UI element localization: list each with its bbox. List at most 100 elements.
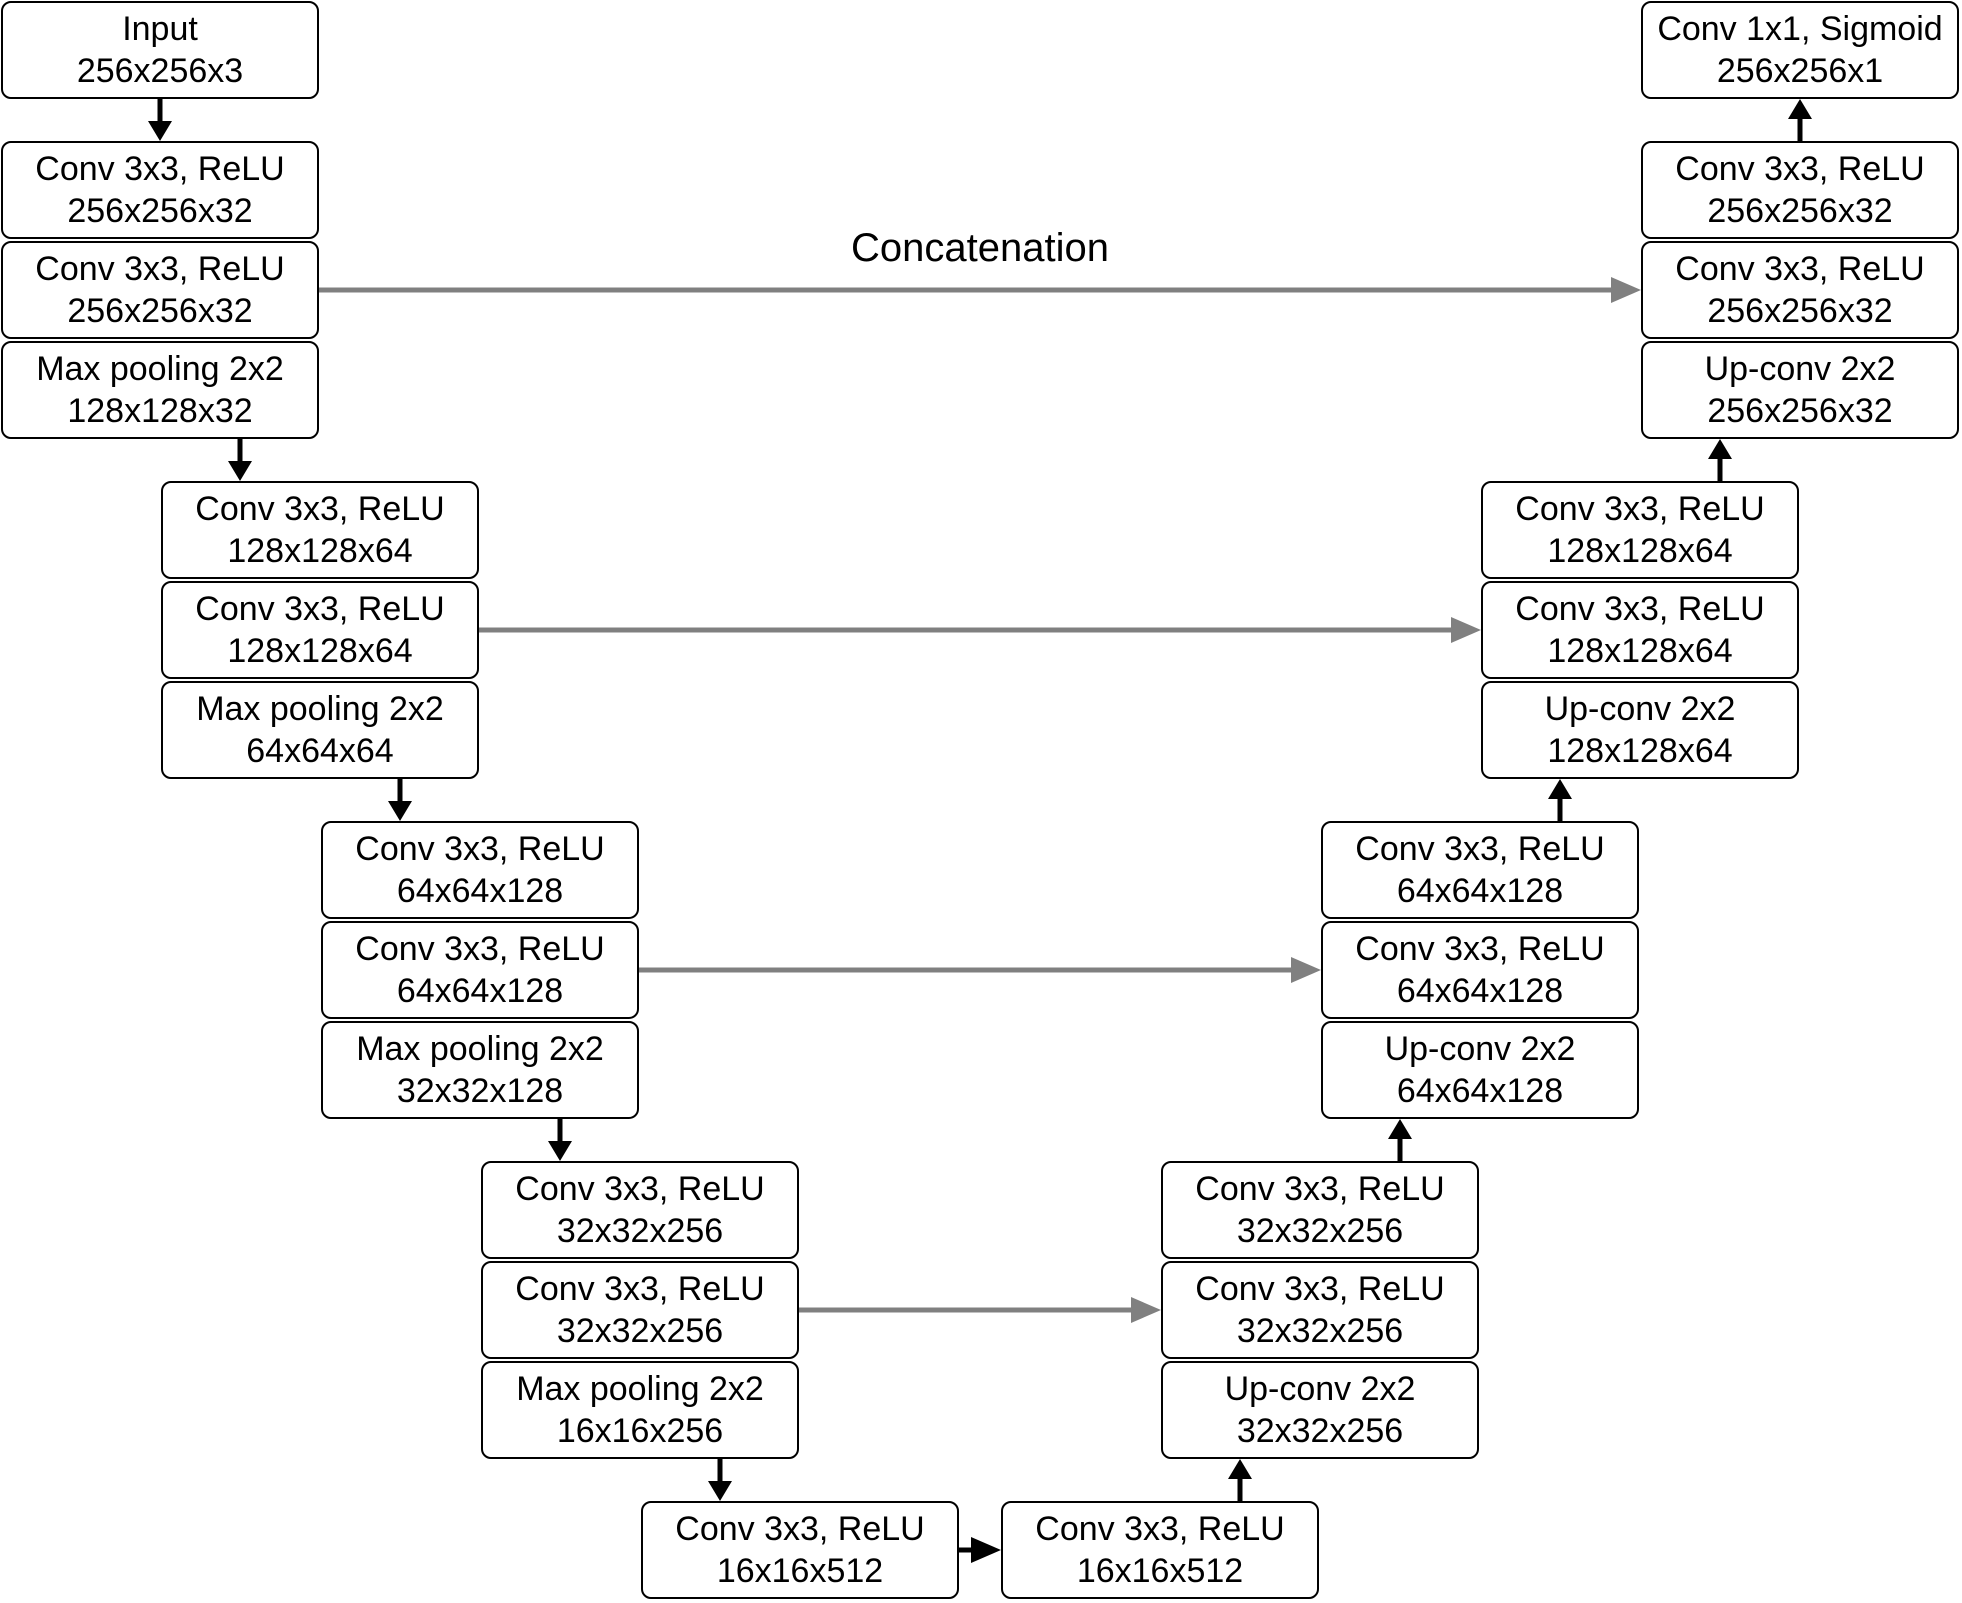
block-shape: 128x128x64 (1547, 532, 1733, 570)
flow-arrow-bottleneck-to-up3-head (1228, 1459, 1252, 1479)
block-title: Conv 3x3, ReLU (355, 830, 605, 868)
block-shape: 64x64x128 (1396, 872, 1564, 910)
block-shape: 16x16x256 (556, 1412, 724, 1450)
encoder-l2-conv1-block: Conv 3x3, ReLU 64x64x128 (321, 821, 639, 919)
block-title: Conv 3x3, ReLU (675, 1510, 925, 1548)
block-title: Up-conv 2x2 (1544, 690, 1736, 728)
block-shape: 256x256x32 (1707, 292, 1893, 330)
decoder-l1-conv1-block: Conv 3x3, ReLU 128x128x64 (1481, 581, 1799, 679)
flow-arrow-bottleneck-head (971, 1537, 1001, 1563)
encoder-l0-conv1-block: Conv 3x3, ReLU 256x256x32 (1, 141, 319, 239)
decoder-l3-conv2-block: Conv 3x3, ReLU 32x32x256 (1161, 1161, 1479, 1259)
block-title: Up-conv 2x2 (1704, 350, 1896, 388)
block-shape: 256x256x32 (67, 292, 253, 330)
block-shape: 256x256x3 (76, 52, 244, 90)
block-shape: 16x16x512 (1076, 1552, 1244, 1590)
block-shape: 256x256x32 (1707, 192, 1893, 230)
flow-arrow-pool2-to-l3-head (548, 1141, 572, 1161)
block-title: Max pooling 2x2 (36, 350, 284, 388)
block-shape: 32x32x256 (556, 1212, 724, 1250)
block-title: Conv 3x3, ReLU (1035, 1510, 1285, 1548)
flow-arrow-l3-to-up2-head (1388, 1119, 1412, 1139)
encoder-l0-conv2-block: Conv 3x3, ReLU 256x256x32 (1, 241, 319, 339)
block-title: Conv 3x3, ReLU (35, 250, 285, 288)
block-title: Conv 3x3, ReLU (515, 1270, 765, 1308)
block-title: Conv 3x3, ReLU (1515, 590, 1765, 628)
block-title: Conv 3x3, ReLU (195, 490, 445, 528)
concatenation-label: Concatenation (851, 226, 1109, 270)
decoder-l0-upconv-block: Up-conv 2x2 256x256x32 (1641, 341, 1959, 439)
block-title: Conv 3x3, ReLU (1675, 150, 1925, 188)
decoder-l1-upconv-block: Up-conv 2x2 128x128x64 (1481, 681, 1799, 779)
block-title: Conv 3x3, ReLU (355, 930, 605, 968)
block-shape: 128x128x32 (67, 392, 253, 430)
block-title: Conv 3x3, ReLU (1515, 490, 1765, 528)
block-title: Conv 3x3, ReLU (1675, 250, 1925, 288)
decoder-l3-conv1-block: Conv 3x3, ReLU 32x32x256 (1161, 1261, 1479, 1359)
decoder-l3-upconv-block: Up-conv 2x2 32x32x256 (1161, 1361, 1479, 1459)
block-title: Up-conv 2x2 (1384, 1030, 1576, 1068)
block-title: Conv 3x3, ReLU (1195, 1170, 1445, 1208)
block-shape: 64x64x128 (396, 972, 564, 1010)
block-shape: 32x32x256 (556, 1312, 724, 1350)
block-shape: 256x256x1 (1716, 52, 1884, 90)
block-shape: 64x64x128 (396, 872, 564, 910)
block-title: Up-conv 2x2 (1224, 1370, 1416, 1408)
flow-arrow-pool3-to-bottleneck-head (708, 1481, 732, 1501)
block-shape: 256x256x32 (1707, 392, 1893, 430)
encoder-l2-maxpool-block: Max pooling 2x2 32x32x128 (321, 1021, 639, 1119)
block-shape: 64x64x64 (246, 732, 394, 770)
block-shape: 64x64x128 (1396, 1072, 1564, 1110)
block-shape: 128x128x64 (227, 632, 413, 670)
flow-arrow-input-to-conv-head (148, 121, 172, 141)
block-title: Conv 3x3, ReLU (195, 590, 445, 628)
decoder-l0-conv1-block: Conv 3x3, ReLU 256x256x32 (1641, 241, 1959, 339)
decoder-l2-conv1-block: Conv 3x3, ReLU 64x64x128 (1321, 921, 1639, 1019)
block-shape: 16x16x512 (716, 1552, 884, 1590)
block-shape: 64x64x128 (1396, 972, 1564, 1010)
encoder-l1-conv1-block: Conv 3x3, ReLU 128x128x64 (161, 481, 479, 579)
decoder-l1-conv2-block: Conv 3x3, ReLU 128x128x64 (1481, 481, 1799, 579)
block-title: Conv 3x3, ReLU (1195, 1270, 1445, 1308)
output-sigmoid-block: Conv 1x1, Sigmoid 256x256x1 (1641, 1, 1959, 99)
block-title: Max pooling 2x2 (516, 1370, 764, 1408)
flow-arrow-pool0-to-l1-head (228, 461, 252, 481)
decoder-l2-upconv-block: Up-conv 2x2 64x64x128 (1321, 1021, 1639, 1119)
flow-arrow-pool1-to-l2-head (388, 801, 412, 821)
flow-arrow-l2-to-up1-head (1548, 779, 1572, 799)
block-shape: 128x128x64 (1547, 632, 1733, 670)
skip-arrow-l2-head (1291, 957, 1321, 983)
encoder-l3-maxpool-block: Max pooling 2x2 16x16x256 (481, 1361, 799, 1459)
block-shape: 128x128x64 (227, 532, 413, 570)
flow-arrow-l1-to-up0-head (1708, 439, 1732, 459)
block-shape: 32x32x128 (396, 1072, 564, 1110)
block-title: Input (122, 10, 198, 48)
block-shape: 256x256x32 (67, 192, 253, 230)
skip-arrow-l0-head (1611, 277, 1641, 303)
block-shape: 32x32x256 (1236, 1212, 1404, 1250)
encoder-l3-conv1-block: Conv 3x3, ReLU 32x32x256 (481, 1161, 799, 1259)
block-shape: 32x32x256 (1236, 1312, 1404, 1350)
bottleneck-conv1-block: Conv 3x3, ReLU 16x16x512 (641, 1501, 959, 1599)
block-title: Conv 3x3, ReLU (35, 150, 285, 188)
decoder-l2-conv2-block: Conv 3x3, ReLU 64x64x128 (1321, 821, 1639, 919)
block-title: Conv 1x1, Sigmoid (1657, 10, 1943, 48)
input-block: Input 256x256x3 (1, 1, 319, 99)
decoder-l0-conv2-block: Conv 3x3, ReLU 256x256x32 (1641, 141, 1959, 239)
encoder-l2-conv2-block: Conv 3x3, ReLU 64x64x128 (321, 921, 639, 1019)
block-title: Max pooling 2x2 (196, 690, 444, 728)
block-title: Conv 3x3, ReLU (1355, 830, 1605, 868)
encoder-l0-maxpool-block: Max pooling 2x2 128x128x32 (1, 341, 319, 439)
encoder-l1-maxpool-block: Max pooling 2x2 64x64x64 (161, 681, 479, 779)
block-title: Max pooling 2x2 (356, 1030, 604, 1068)
block-title: Conv 3x3, ReLU (1355, 930, 1605, 968)
bottleneck-conv2-block: Conv 3x3, ReLU 16x16x512 (1001, 1501, 1319, 1599)
encoder-l1-conv2-block: Conv 3x3, ReLU 128x128x64 (161, 581, 479, 679)
skip-arrow-l1-head (1451, 617, 1481, 643)
block-shape: 128x128x64 (1547, 732, 1733, 770)
encoder-l3-conv2-block: Conv 3x3, ReLU 32x32x256 (481, 1261, 799, 1359)
flow-arrow-to-output-head (1788, 99, 1812, 119)
block-title: Conv 3x3, ReLU (515, 1170, 765, 1208)
